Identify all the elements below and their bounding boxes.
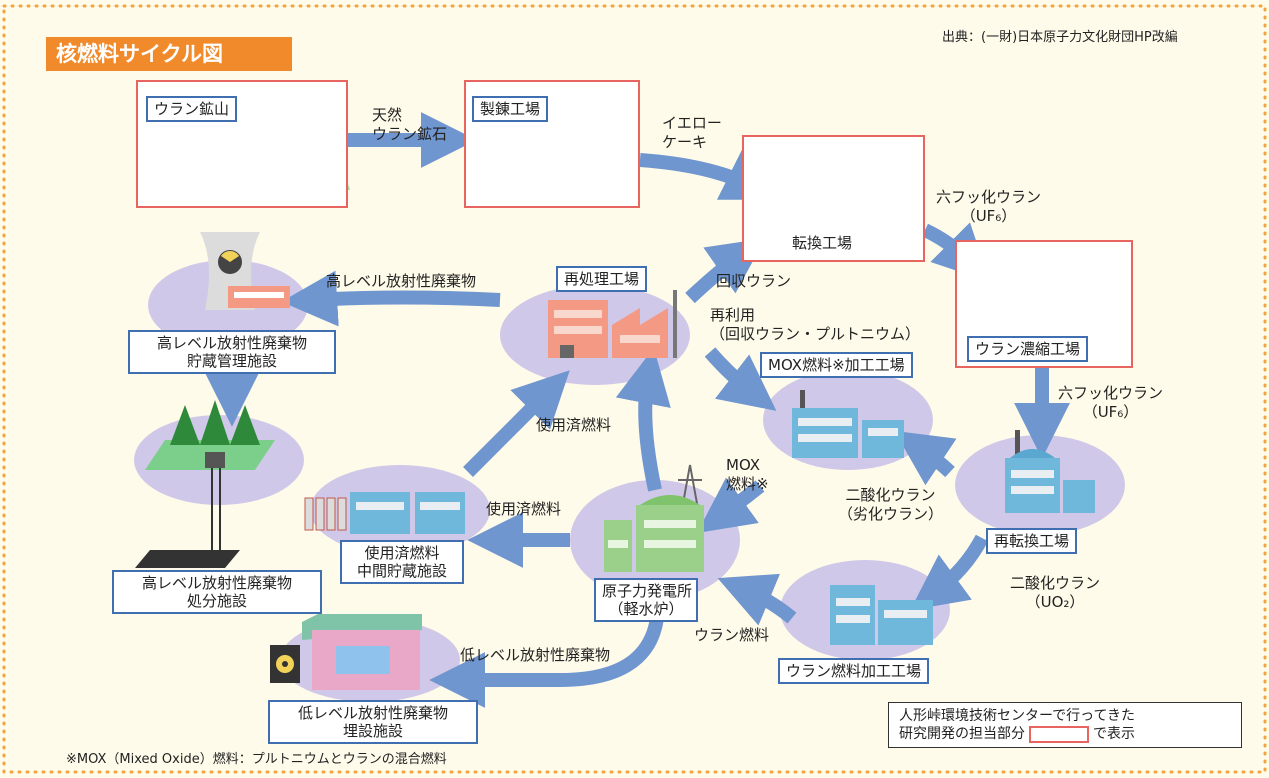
label-mine: ウラン鉱山: [146, 96, 238, 122]
label-hlw-disposal-line1: 高レベル放射性廃棄物: [141, 574, 292, 592]
legend-line1: 人形峠環境技術センターで行ってきた: [899, 708, 1136, 724]
flow-natural-ore-line2: ウラン鉱石: [372, 125, 448, 143]
arrow-fuelfab-powerplant: [717, 573, 797, 626]
legend-line2: 研究開発の担当部分 で表示: [899, 725, 1231, 743]
flow-uo2-line1: 二酸化ウラン: [1010, 574, 1101, 592]
flow-hlw: 高レベル放射性廃棄物: [326, 272, 477, 290]
flow-yellowcake-line1: イエロー: [662, 114, 722, 132]
arrow-reconversion-fuelfab: [910, 534, 989, 611]
label-hlw-storage-line1: 高レベル放射性廃棄物: [156, 334, 307, 352]
flow-yellowcake-line2: ケーキ: [662, 133, 708, 151]
label-reconversion: 再転換工場: [986, 528, 1078, 554]
label-spent-storage-line1: 使用済燃料: [364, 544, 440, 562]
flow-recovered-uranium: 回収ウラン: [716, 272, 792, 290]
flow-depleted-line1: 二酸化ウラン: [845, 486, 936, 504]
legend-line2-post: で表示: [1093, 726, 1135, 742]
arrow-reprocessing-conversion: [685, 238, 766, 304]
label-fuel-fab: ウラン燃料加工工場: [778, 658, 930, 684]
arrow-mox-powerplant: [697, 477, 765, 534]
flow-natural-ore: 天然ウラン鉱石: [372, 106, 447, 144]
dotted-border: [2, 4, 1267, 774]
flow-uf6-a: 六フッ化ウラン（UF₆）: [936, 188, 1041, 226]
flow-uf6-b: 六フッ化ウラン（UF₆）: [1058, 384, 1163, 422]
label-spent-storage-line2: 中間貯蔵施設: [356, 562, 447, 580]
arrow-reprocessing-hlwstorage: [281, 270, 501, 327]
label-power-plant-line2: （軽水炉）: [608, 600, 684, 618]
flow-reuse: 再利用（回収ウラン・プルトニウム）: [710, 306, 920, 344]
hlw-storage-illustration: [200, 232, 290, 310]
flow-uf6-b-line1: 六フッ化ウラン: [1058, 384, 1164, 402]
flow-reuse-line1: 再利用: [710, 306, 756, 324]
footnote: ※MOX（Mixed Oxide）燃料：プルトニウムとウランの混合燃料: [66, 752, 447, 767]
label-mox-fab: MOX燃料※加工工場: [760, 352, 913, 378]
hlw-disposal-illustration: [135, 400, 275, 568]
arrow-reconversion-mox: [894, 430, 957, 486]
label-reprocessing: 再処理工場: [556, 266, 648, 292]
label-power-plant-line1: 原子力発電所: [602, 582, 693, 600]
label-power-plant: 原子力発電所（軽水炉）: [594, 578, 698, 622]
legend-box: 人形峠環境技術センターで行ってきた 研究開発の担当部分 で表示: [888, 702, 1242, 748]
flow-llw: 低レベル放射性廃棄物: [460, 646, 611, 664]
arrow-powerplant-reprocessing: [615, 347, 671, 492]
legend-swatch: [1029, 725, 1089, 743]
flow-reuse-line2: （回収ウラン・プルトニウム）: [710, 325, 921, 343]
fuel-fab-illustration: [830, 585, 933, 645]
label-refinery: 製錬工場: [472, 96, 549, 122]
flow-uo2-line2: （UO₂）: [1025, 593, 1085, 611]
reconversion-illustration: [1005, 430, 1095, 513]
label-llw-disposal-line1: 低レベル放射性廃棄物: [297, 704, 448, 722]
flow-uo2: 二酸化ウラン（UO₂）: [1010, 574, 1100, 612]
flow-mox-fuel-line1: MOX: [726, 456, 761, 474]
flow-uf6-a-line2: （UF₆）: [960, 207, 1017, 225]
legend-line2-pre: 研究開発の担当部分: [899, 726, 1025, 742]
arrow-reprocessing-mox: [704, 347, 777, 411]
label-spent-storage: 使用済燃料中間貯蔵施設: [340, 540, 464, 584]
page-title: 核燃料サイクル図: [46, 37, 292, 71]
label-hlw-storage: 高レベル放射性廃棄物貯蔵管理施設: [128, 330, 336, 374]
label-enrichment: ウラン濃縮工場: [967, 336, 1089, 362]
flow-spent-fuel-b: 使用済燃料: [486, 500, 562, 518]
flow-uf6-b-line2: （UF₆）: [1082, 403, 1139, 421]
flow-uranium-fuel: ウラン燃料: [694, 626, 770, 644]
flow-natural-ore-line1: 天然: [372, 106, 403, 124]
conversion-frame: [742, 135, 925, 262]
label-hlw-storage-line2: 貯蔵管理施設: [186, 352, 277, 370]
power-plant-illustration: [604, 464, 704, 572]
label-hlw-disposal-line2: 処分施設: [186, 592, 247, 610]
llw-disposal-illustration: [270, 614, 422, 690]
reprocessing-illustration: [548, 290, 677, 358]
flow-spent-fuel-a: 使用済燃料: [536, 416, 612, 434]
label-llw-disposal-line2: 埋設施設: [342, 722, 403, 740]
flow-yellowcake: イエローケーキ: [662, 114, 722, 152]
flow-mox-fuel-line2: 燃料※: [726, 475, 769, 493]
arrow-spentstorage-reprocessing: [463, 370, 570, 477]
label-llw-disposal: 低レベル放射性廃棄物埋設施設: [268, 700, 478, 744]
spent-storage-illustration: [304, 492, 465, 534]
label-hlw-disposal: 高レベル放射性廃棄物処分施設: [112, 570, 322, 614]
flow-uf6-a-line1: 六フッ化ウラン: [936, 188, 1042, 206]
mox-fab-illustration: [792, 390, 904, 458]
source-credit: 出典：(一財)日本原子力文化財団HP改編: [942, 30, 1178, 45]
label-conversion: 転換工場: [792, 234, 853, 252]
flow-depleted-line2: （劣化ウラン）: [838, 505, 944, 523]
arrow-refinery-conversion: [639, 149, 780, 200]
flow-depleted: 二酸化ウラン（劣化ウラン）: [838, 486, 943, 524]
flow-arrows: [204, 112, 1070, 708]
